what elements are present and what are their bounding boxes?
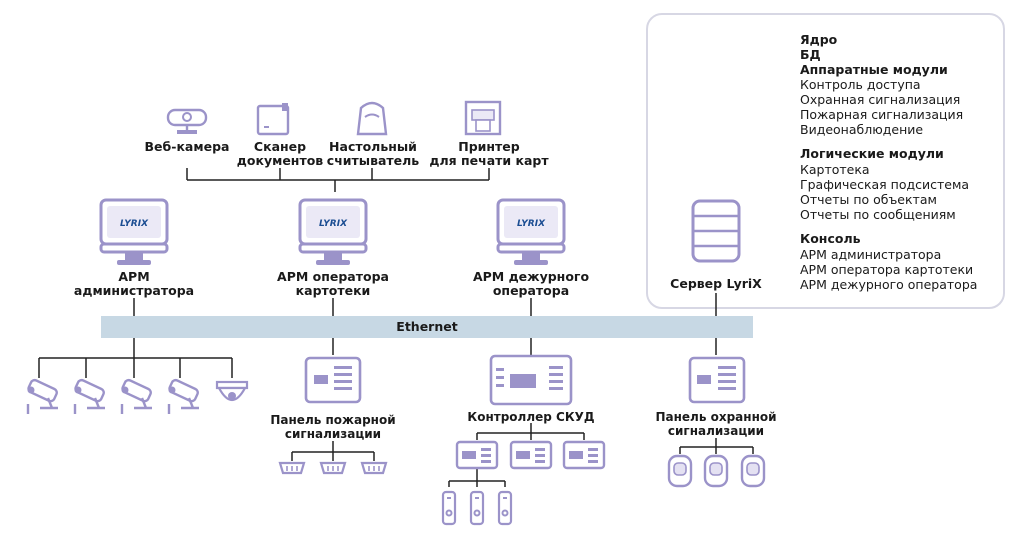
logical-module: Отчеты по объектам <box>800 192 937 207</box>
console-item: АРМ администратора <box>800 247 942 262</box>
controller-module-icon <box>562 440 606 470</box>
logo-text: LYRIX <box>517 219 546 229</box>
hardware-module: Охранная сигнализация <box>800 92 961 107</box>
logical-module: Отчеты по сообщениям <box>800 207 956 222</box>
fire-detector-icon <box>360 461 388 475</box>
module-db: БД <box>800 47 821 62</box>
scanner-label-line1: Сканер <box>253 139 307 154</box>
fire-detector-icon <box>319 461 347 475</box>
server-label: Сервер LyriX <box>670 276 762 291</box>
hardware-modules-title: Аппаратные модули <box>800 62 948 77</box>
acs-controller-label: Контроллер СКУД <box>467 410 595 424</box>
fire-panel-label-line1: Панель пожарной <box>270 413 396 427</box>
logical-module: Графическая подсистема <box>800 177 970 192</box>
camera-icon <box>25 377 60 416</box>
fire-panel-label-line2: сигнализации <box>284 427 382 441</box>
scanner-icon <box>256 103 290 136</box>
console-item: АРМ оператора картотеки <box>800 262 974 277</box>
admin-label-line1: АРМ <box>118 269 150 284</box>
duty-label-line2: оператора <box>492 283 570 298</box>
camera-icon <box>119 377 154 416</box>
security-panel-label-line1: Панель охранной <box>655 410 777 424</box>
desktop-reader-icon <box>356 101 388 136</box>
ethernet-bus: Ethernet <box>101 316 753 338</box>
logical-module: Картотека <box>800 162 870 177</box>
reader-label-line2: считыватель <box>326 153 420 168</box>
camera-icon <box>166 377 201 416</box>
fire-detector-icon <box>278 461 306 475</box>
printer-label-line1: Принтер <box>458 139 520 154</box>
duty-workstation-icon <box>496 198 566 267</box>
module-core: Ядро <box>800 32 838 47</box>
connection-lines <box>38 168 754 487</box>
reader-label-line1: Настольный <box>329 139 417 154</box>
security-panel-label-line2: сигнализации <box>667 424 765 438</box>
security-sensor-icon <box>740 454 766 488</box>
fire-panel-icon <box>304 356 362 404</box>
controller-module-icon <box>509 440 553 470</box>
hardware-module: Пожарная сигнализация <box>800 107 964 122</box>
logical-modules-title: Логические модули <box>800 146 944 161</box>
card-reader-icon <box>469 490 485 526</box>
security-sensor-icon <box>703 454 729 488</box>
logo-text: LYRIX <box>319 219 348 229</box>
admin-label-line2: администратора <box>73 283 195 298</box>
card-printer-icon <box>464 100 502 136</box>
server-icon <box>691 199 741 263</box>
cardfile-label-line2: картотеки <box>295 283 371 298</box>
logo-text: LYRIX <box>120 219 149 229</box>
scanner-label-line2: документов <box>236 153 324 168</box>
printer-label-line2: для печати карт <box>429 153 549 168</box>
admin-workstation-icon <box>99 198 169 267</box>
hardware-module: Контроль доступа <box>800 77 921 92</box>
ethernet-label: Ethernet <box>396 319 458 334</box>
cardfile-label-line1: АРМ оператора <box>277 269 389 284</box>
dome-camera-icon <box>215 380 249 402</box>
duty-label-line1: АРМ дежурного <box>472 269 590 284</box>
hardware-module: Видеонаблюдение <box>800 122 924 137</box>
console-title: Консоль <box>800 231 861 246</box>
acs-controller-icon <box>489 354 573 406</box>
card-reader-icon <box>497 490 513 526</box>
cardfile-workstation-icon <box>298 198 368 267</box>
security-panel-icon <box>688 356 746 404</box>
camera-icon <box>72 377 107 416</box>
webcam-icon <box>166 108 208 134</box>
webcam-label: Веб-камера <box>144 139 230 154</box>
security-sensor-icon <box>667 454 693 488</box>
card-reader-icon <box>441 490 457 526</box>
console-item: АРМ дежурного оператора <box>800 277 978 292</box>
controller-module-icon <box>455 440 499 470</box>
